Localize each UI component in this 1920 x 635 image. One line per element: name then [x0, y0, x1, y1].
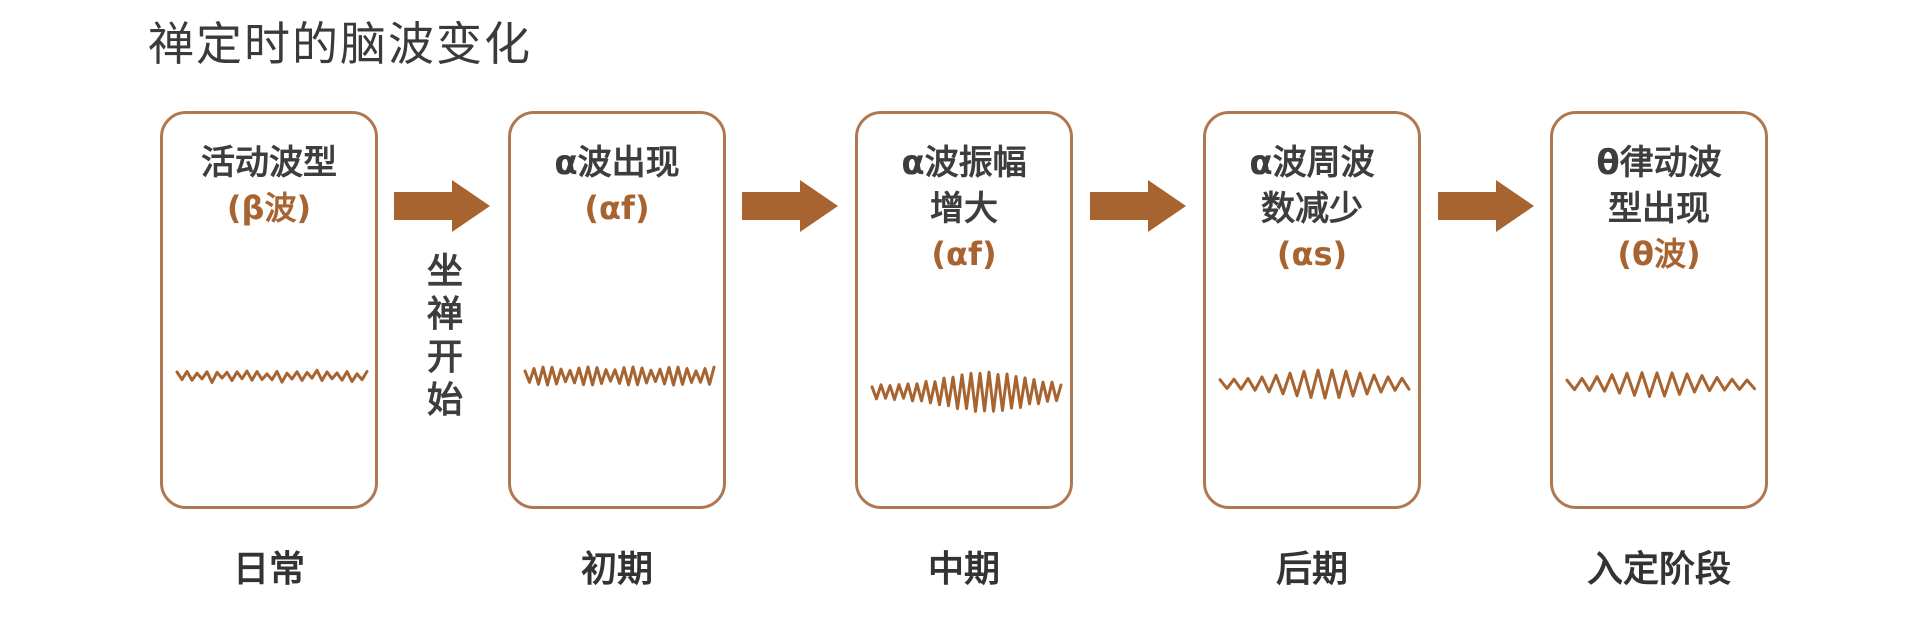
flow-arrow-icon: [1090, 180, 1186, 232]
brainwave-trace-alpha-fast: [523, 365, 716, 387]
meditation-start-char: 禅: [426, 294, 463, 335]
flow-arrow-icon: [394, 180, 490, 232]
stage-period-label: 初期: [580, 549, 653, 590]
meditation-start-label: 坐 禅 开 始: [420, 250, 470, 422]
stage-box-late: α波周波 数减少 (αs): [1203, 111, 1421, 509]
stage-heading-line: 型出现: [1608, 189, 1710, 229]
brainwave-trace-alpha-slow: [1218, 368, 1411, 400]
stage-wave-type: (αf): [931, 235, 997, 273]
meditation-start-char: 坐: [426, 251, 463, 292]
stage-period-label: 入定阶段: [1586, 549, 1731, 590]
stage-box-daily: 活动波型 (β波): [160, 111, 378, 509]
stage-heading: θ律动波 型出现 (θ波): [1553, 140, 1765, 276]
stage-wave-type: (αs): [1276, 235, 1348, 273]
stage-heading-line: 活动波型: [201, 143, 337, 183]
stage-box-initial: α波出现 (αf): [508, 111, 726, 509]
stage-heading-line: α波周波: [1249, 143, 1375, 183]
flow-arrow-icon: [742, 180, 838, 232]
brainwave-trace-alpha-amplified: [870, 370, 1063, 413]
flow-arrow-icon: [1438, 180, 1534, 232]
stage-heading: α波出现 (αf): [511, 140, 723, 230]
stage-heading-line: θ律动波: [1596, 143, 1722, 183]
stage-period-label: 中期: [927, 549, 1000, 590]
stage-heading-line: α波振幅: [901, 143, 1027, 183]
stage-heading-line: 数减少: [1261, 189, 1363, 229]
stage-box-middle: α波振幅 增大 (αf): [855, 111, 1073, 509]
brainwave-trace-theta: [1565, 371, 1756, 398]
stage-heading-line: 增大: [930, 189, 998, 229]
page-title: 禅定时的脑波变化: [148, 17, 532, 71]
stage-heading: α波振幅 增大 (αf): [858, 140, 1070, 276]
stage-wave-type: (β波): [226, 189, 312, 227]
stage-period-label: 日常: [232, 549, 305, 590]
stage-heading-line: α波出现: [554, 143, 680, 183]
brainwave-trace-beta: [175, 368, 369, 384]
stage-period-label: 后期: [1275, 549, 1348, 590]
meditation-start-char: 始: [426, 380, 463, 421]
meditation-start-char: 开: [426, 337, 463, 378]
stage-heading: 活动波型 (β波): [163, 140, 375, 230]
stage-wave-type: (αf): [584, 189, 650, 227]
stage-box-absorption: θ律动波 型出现 (θ波): [1550, 111, 1768, 509]
stage-heading: α波周波 数减少 (αs): [1206, 140, 1418, 276]
stage-wave-type: (θ波): [1617, 235, 1701, 273]
